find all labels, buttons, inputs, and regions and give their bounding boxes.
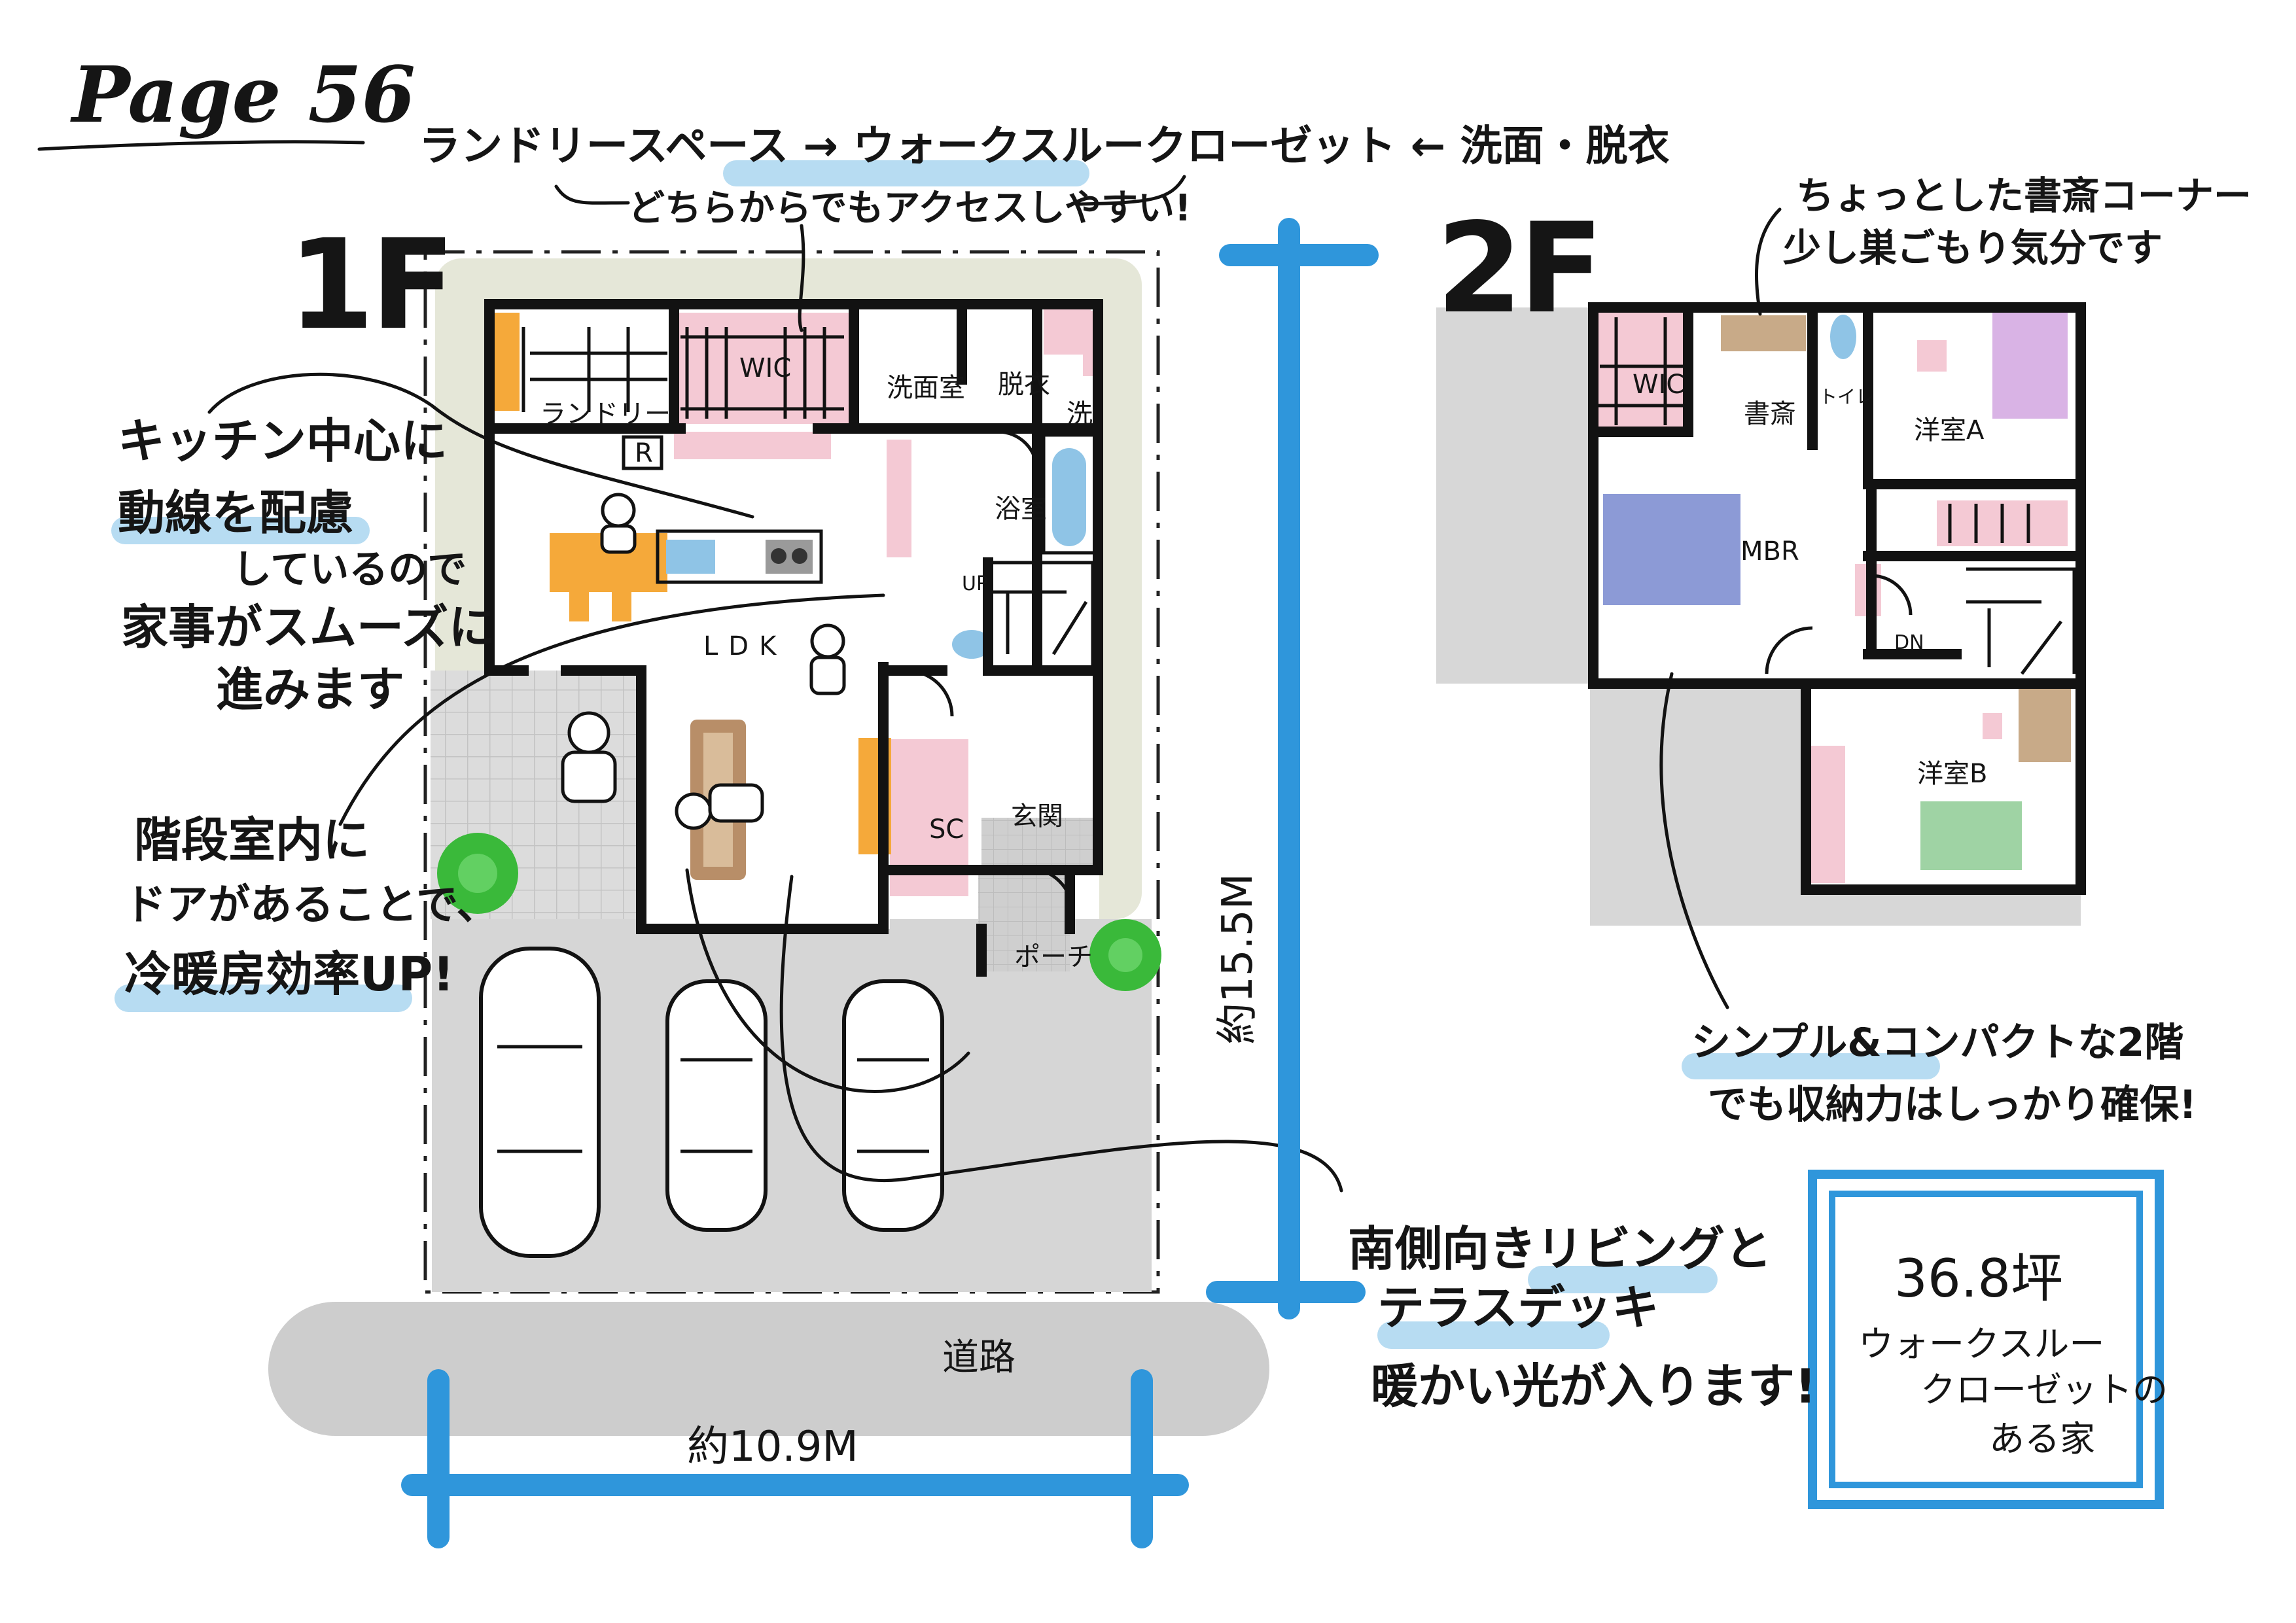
label-dressing: 脱衣 bbox=[998, 370, 1050, 400]
note-kitchen-3: しているので bbox=[232, 547, 467, 593]
dimension-width: 約10.9M bbox=[687, 1423, 858, 1471]
title-underline bbox=[37, 140, 365, 151]
label-study: 書斎 bbox=[1744, 399, 1796, 429]
label-road: 道路 bbox=[942, 1336, 1016, 1379]
note-compact-2: でも収納力はしっかり確保! bbox=[1708, 1082, 2197, 1128]
study-desk bbox=[1721, 315, 1806, 351]
note-stairs-2: ドアがあることで、 bbox=[124, 881, 499, 930]
label-laundry: ランドリー bbox=[540, 399, 671, 429]
people-figures bbox=[561, 493, 846, 830]
label-entrance: 玄関 bbox=[1011, 801, 1063, 831]
page-title: Page 56 bbox=[72, 49, 415, 140]
label-washroom: 洗面室 bbox=[887, 373, 965, 403]
summary-line1: ウォークスルー bbox=[1858, 1323, 2105, 1365]
label-sc: SC bbox=[929, 814, 964, 845]
bed-room-b bbox=[1920, 801, 2022, 870]
second-floor-plan bbox=[1436, 302, 2086, 926]
note-stairs-1: 階段室内に bbox=[134, 812, 370, 867]
label-wic-1f: WIC bbox=[739, 353, 792, 383]
note-kitchen-2: 動線を配慮 bbox=[118, 485, 354, 540]
label-mbr: MBR bbox=[1740, 536, 1799, 567]
parked-cars bbox=[479, 947, 944, 1258]
highlight-simple bbox=[1682, 1053, 1940, 1079]
label-room-a: 洋室A bbox=[1914, 415, 1985, 445]
dimension-bars bbox=[401, 218, 1379, 1548]
highlight-living bbox=[1528, 1266, 1718, 1293]
label-porch: ポーチ bbox=[1014, 942, 1093, 972]
label-wash: 洗 bbox=[1067, 399, 1093, 429]
note-study-2: 少し巣ごもり気分です bbox=[1783, 226, 2163, 270]
note-study-1: ちょっとした書斎コーナー bbox=[1796, 173, 2252, 218]
note-living-3: 暖かい光が入ります! bbox=[1371, 1359, 1816, 1414]
note-living-1: 南側向きリビングと bbox=[1348, 1221, 1773, 1276]
label-room-b: 洋室B bbox=[1917, 759, 1988, 789]
wic-zone-1f bbox=[674, 313, 851, 424]
note-top-access-sub: どちらからでもアクセスしやすい! bbox=[628, 187, 1192, 230]
bathtub bbox=[1052, 448, 1086, 546]
porch-floor bbox=[978, 873, 1070, 971]
floor-label-1f: 1F bbox=[288, 213, 455, 357]
note-kitchen-4: 家事がスムーズに bbox=[121, 600, 496, 655]
label-up: UP bbox=[962, 572, 989, 595]
note-stairs-3: 冷暖房効率UP! bbox=[124, 947, 455, 1002]
highlight-efficiency bbox=[115, 985, 412, 1012]
label-wic-2f: WIC bbox=[1633, 370, 1685, 400]
toilet-1f bbox=[952, 630, 991, 659]
note-kitchen-1: キッチン中心に bbox=[118, 413, 448, 468]
note-top-access: ランドリースペース → ウォークスルークローゼット ← 洗面・脱衣 bbox=[419, 122, 1670, 171]
label-fridge: R bbox=[635, 438, 653, 468]
summary-frame bbox=[1808, 1170, 2164, 1509]
label-dn: DN bbox=[1894, 631, 1924, 654]
summary-line3: ある家 bbox=[1989, 1418, 2095, 1459]
note-living-2: テラスデッキ bbox=[1377, 1280, 1659, 1335]
floor-label-2f: 2F bbox=[1436, 196, 1604, 341]
note-compact-1: シンプル&コンパクトな2階 bbox=[1691, 1020, 2184, 1066]
label-toilet: トイレ bbox=[1819, 386, 1875, 408]
kitchen-counter bbox=[656, 529, 823, 584]
highlight-doumen bbox=[111, 517, 370, 544]
highlight-deck bbox=[1377, 1321, 1610, 1349]
summary-area: 36.8坪 bbox=[1894, 1248, 2064, 1309]
dimension-depth: 約15.5M bbox=[1213, 873, 1262, 1045]
highlight-walkthrough bbox=[723, 160, 1089, 186]
annotation-leaders bbox=[207, 175, 1782, 1193]
summary-line2: クローゼットの bbox=[1920, 1369, 2168, 1410]
roof-area-left bbox=[1436, 307, 1588, 684]
note-kitchen-5: 進みます bbox=[216, 662, 405, 717]
label-bath: 浴室 bbox=[995, 494, 1047, 524]
master-bed bbox=[1603, 494, 1740, 605]
road-band bbox=[268, 1302, 1269, 1436]
label-ldk: LDK bbox=[703, 631, 787, 661]
